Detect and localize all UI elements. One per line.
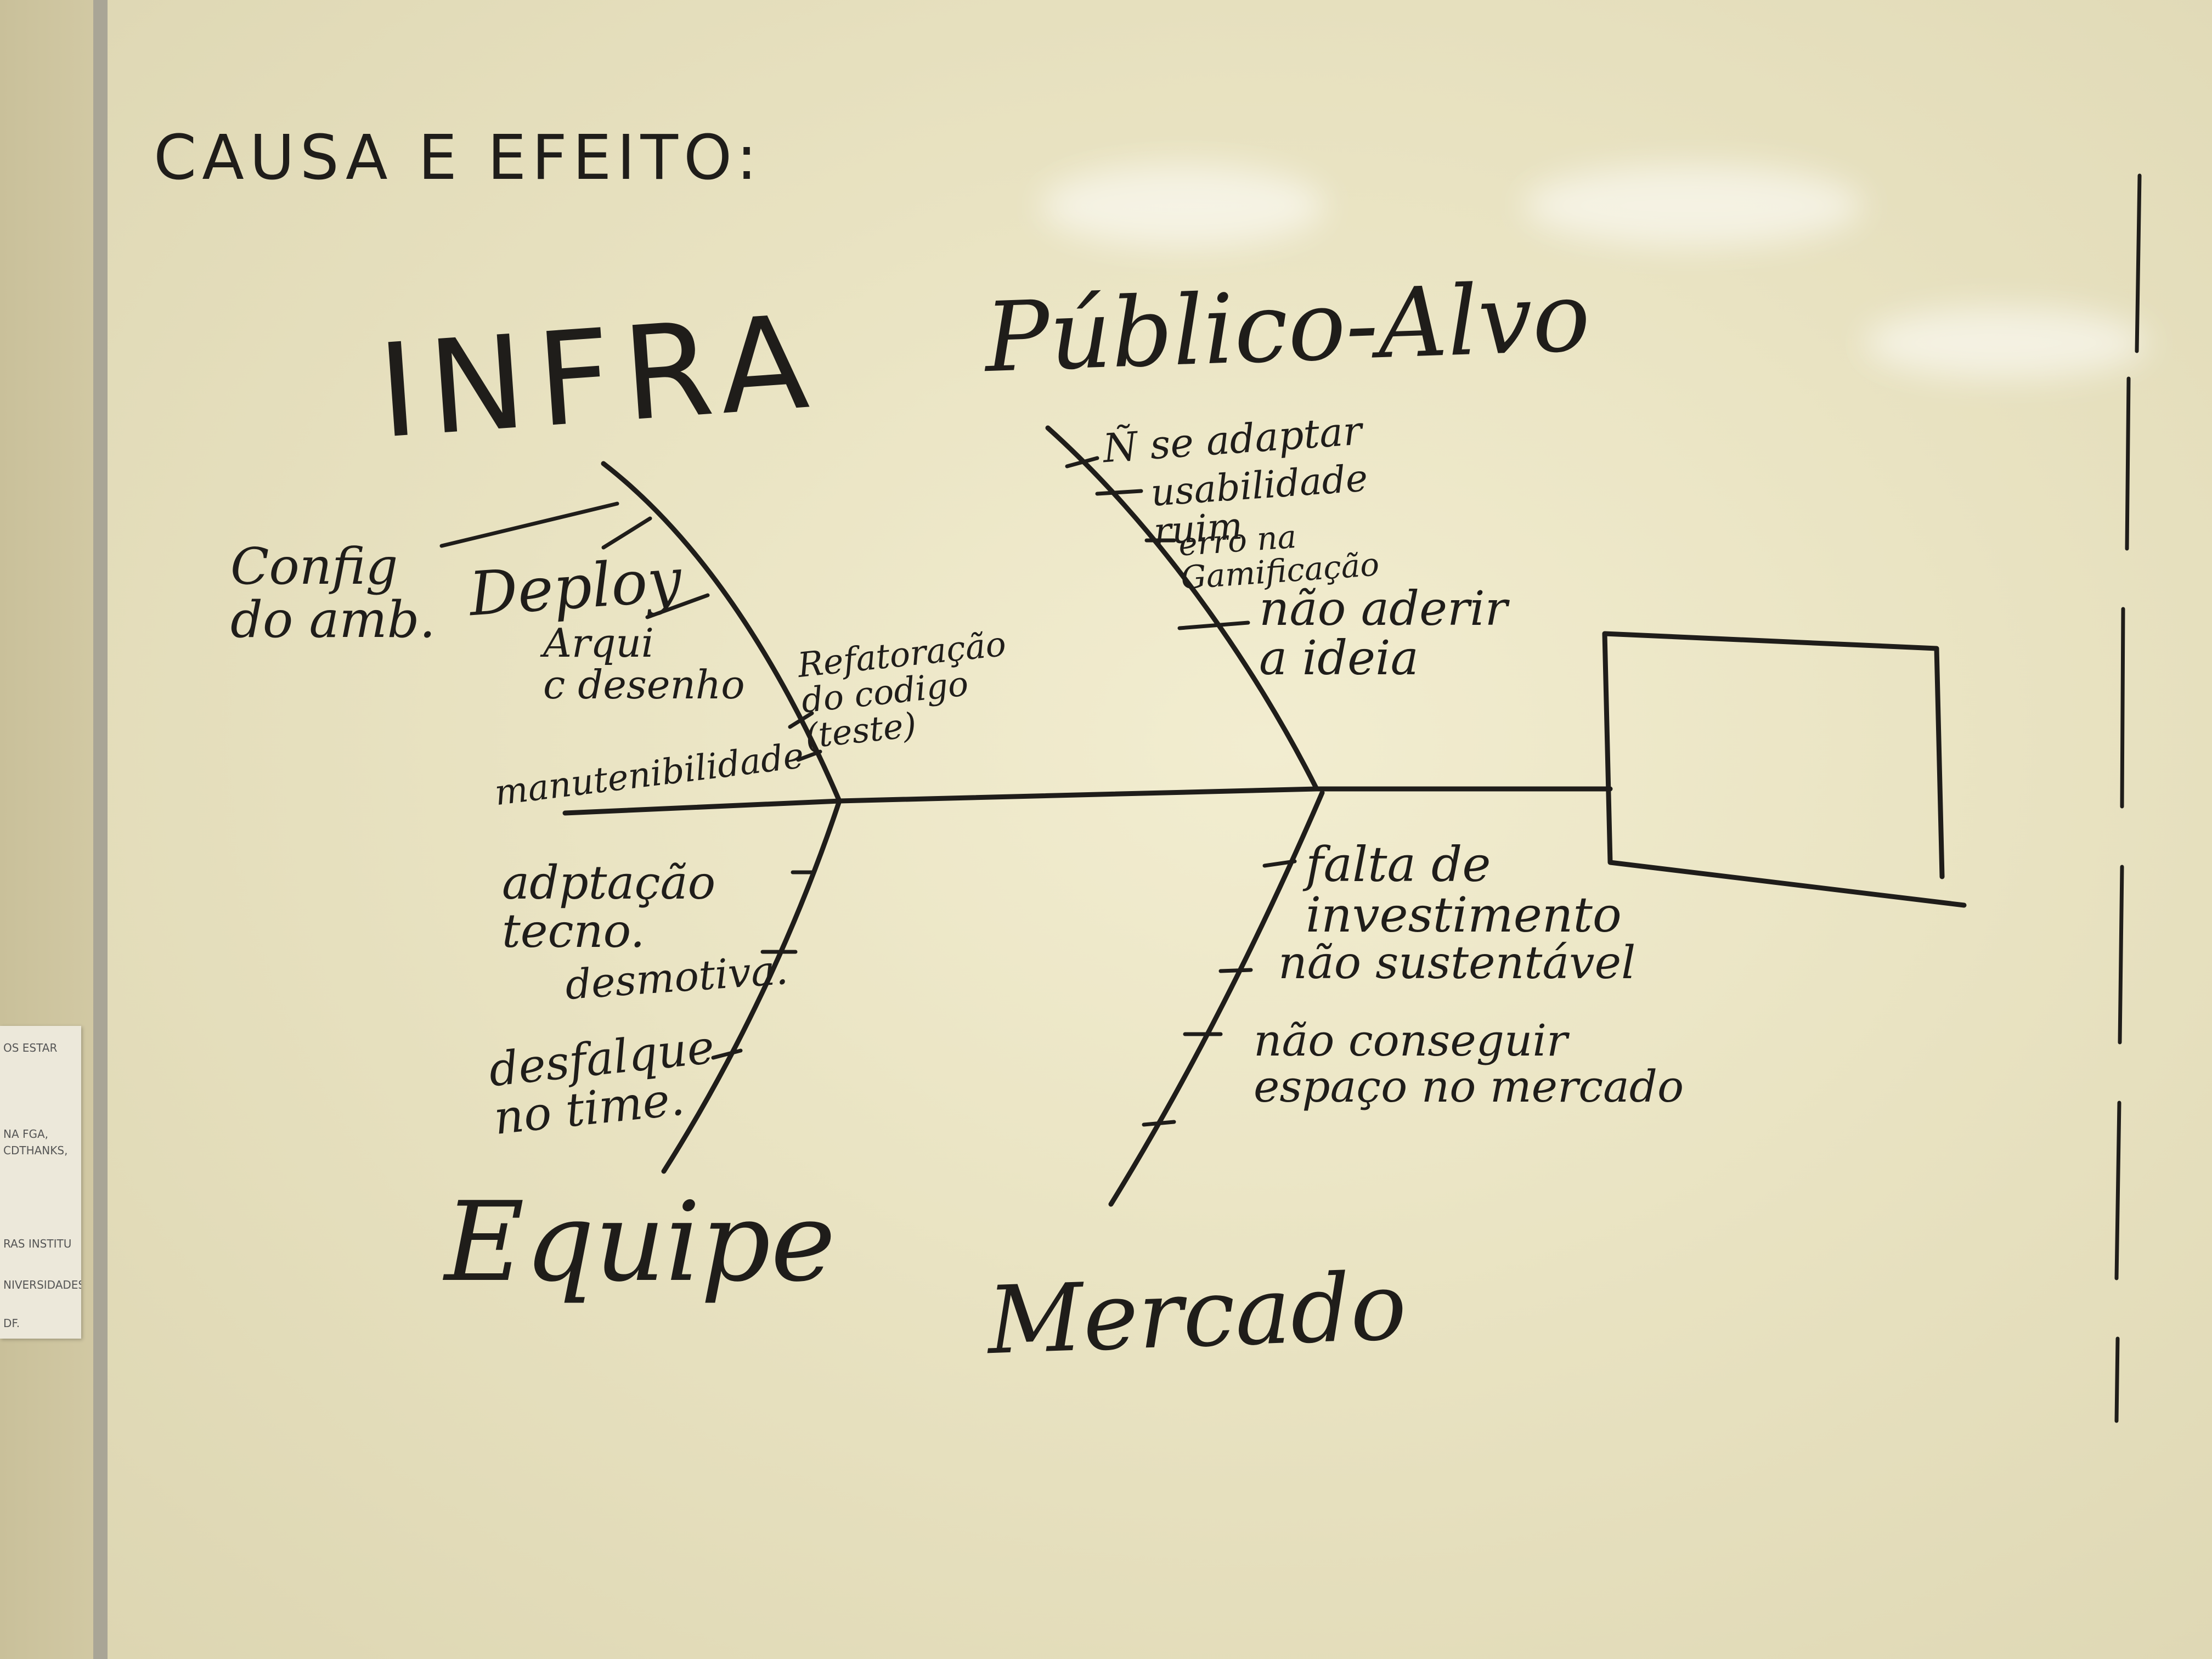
rib-desfalque [711, 1048, 743, 1060]
cause-nao-conseguir-espaco: não conseguir espaço no mercado [1254, 1015, 1684, 1112]
margin-stroke [2114, 1336, 2120, 1423]
cause-nao-aderir: não aderir a ideia [1259, 582, 1508, 686]
cause-desfalque-time: desfalque no time. [486, 1019, 717, 1146]
category-infra: INFRA [374, 287, 825, 467]
margin-stroke [2135, 173, 2142, 353]
note-line: RAS INSTITU [3, 1237, 72, 1250]
infra-bone [601, 461, 842, 804]
rib-usabilidade [1095, 489, 1143, 496]
category-publico-alvo: Público-Alvo [983, 261, 1592, 394]
rib-arqui [645, 593, 710, 619]
note-line: NIVERSIDADES [3, 1278, 81, 1291]
rib-investimento [1262, 859, 1297, 868]
whiteboard-frame [93, 0, 2212, 1659]
rib-deploy [601, 516, 652, 550]
cause-deploy: Deploy [467, 544, 684, 630]
cause-adaptacao-tecno: adptação tecno. [502, 856, 716, 958]
note-line: CDTHANKS, [3, 1144, 68, 1157]
rib-manutenibilidade [796, 749, 822, 762]
margin-stroke [2118, 865, 2124, 1045]
equipe-bone [661, 798, 842, 1174]
category-equipe: Equipe [444, 1178, 836, 1306]
rib-aderir [1177, 620, 1250, 630]
category-mercado: Mercado [985, 1252, 1408, 1376]
margin-stroke [2114, 1101, 2121, 1280]
cause-config-amb: Config do amb. [230, 537, 436, 649]
margin-stroke [2120, 607, 2125, 809]
effect-box [1602, 631, 1967, 908]
rib-sustentavel [1218, 968, 1253, 973]
cause-falta-investimento: falta de investimento [1306, 836, 1622, 944]
publico-bone [1045, 425, 1319, 792]
cause-refatoracao: Refatoração do codigo (teste) [795, 623, 1008, 757]
rib-extra [1142, 1120, 1176, 1127]
margin-stroke [2125, 376, 2131, 551]
note-line: OS ESTAR [3, 1041, 58, 1054]
rib-refatoracao [788, 711, 814, 729]
sticky-note: OS ESTAR NA FGA, CDTHANKS, RAS INSTITU N… [0, 1026, 81, 1339]
wall-background [0, 0, 110, 1659]
diagram-title: CAUSA E EFEITO: [154, 122, 763, 194]
cause-arqui-desenho: Arqui c desenho [543, 620, 745, 708]
spine-line [562, 786, 1613, 816]
note-line: DF. [3, 1317, 20, 1330]
note-line: NA FGA, [3, 1127, 49, 1141]
whiteboard-surface [108, 0, 2212, 1659]
rib-config [439, 501, 619, 548]
rib-adaptar [1065, 456, 1099, 469]
mercado-bone [1108, 790, 1325, 1207]
cause-nao-sustentavel: não sustentável [1278, 937, 1636, 989]
